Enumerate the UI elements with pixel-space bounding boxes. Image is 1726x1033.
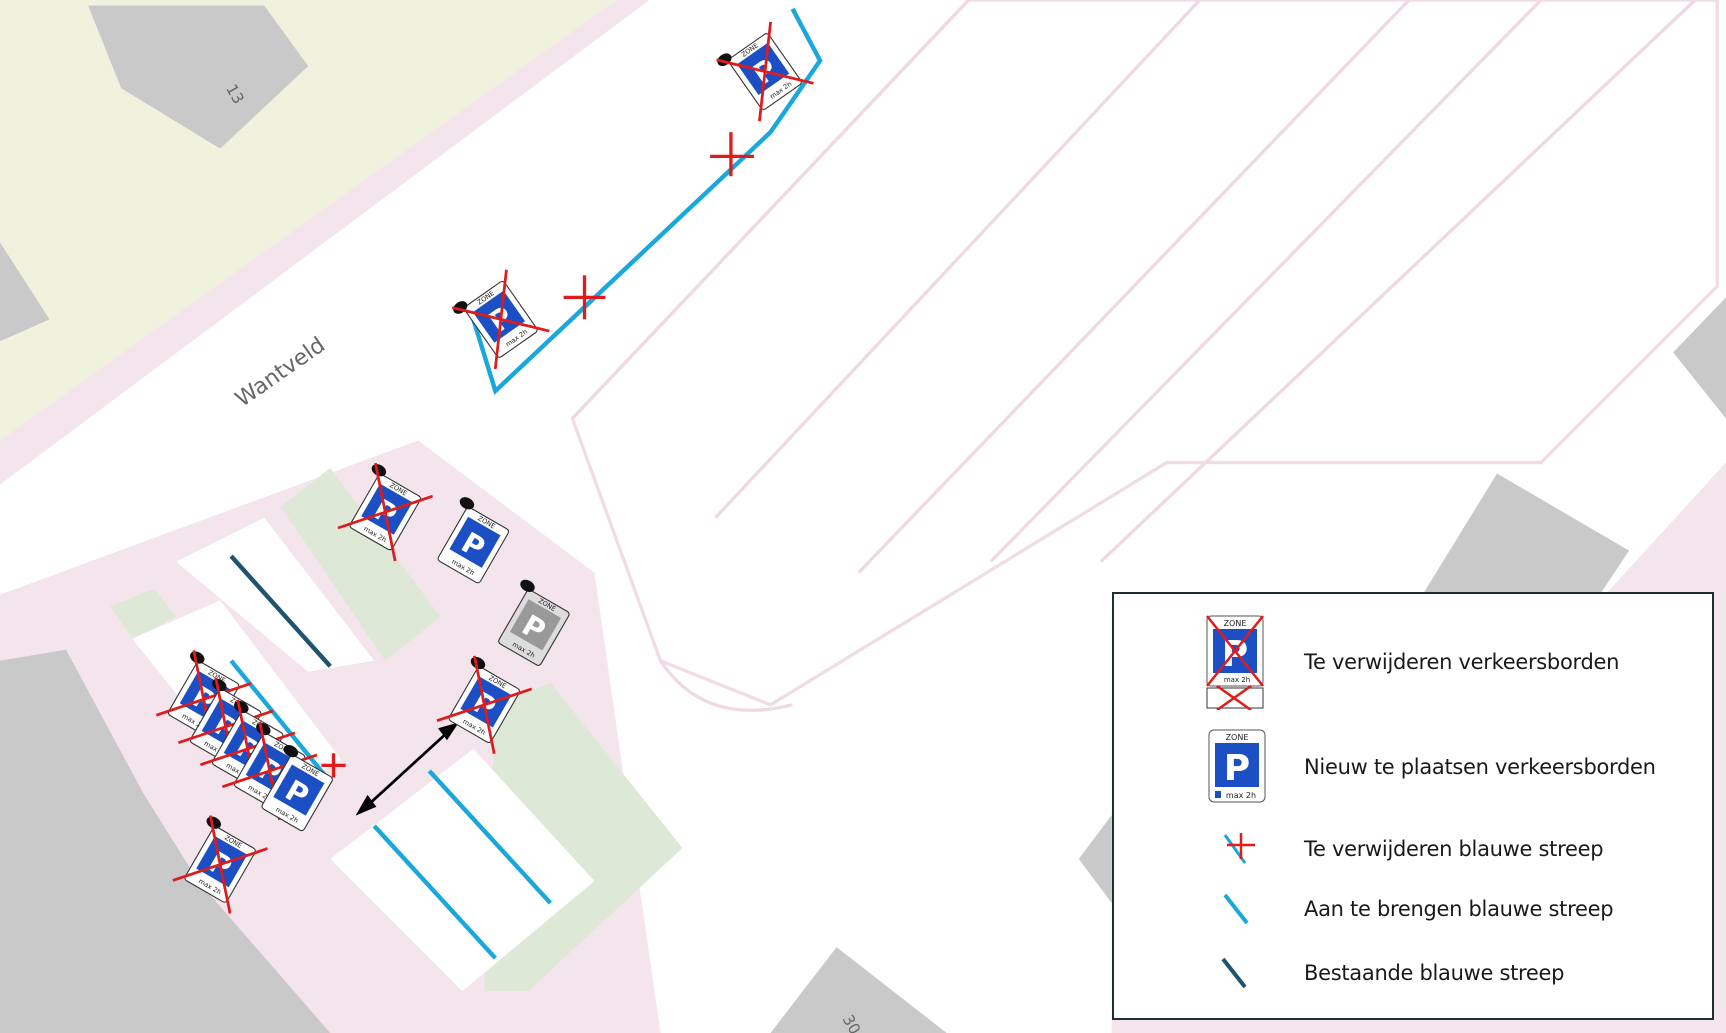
parking-area xyxy=(570,0,1719,707)
building-bottom-left xyxy=(0,649,331,1033)
legend-label: Te verwijderen blauwe streep xyxy=(1304,837,1604,861)
new-line-icon xyxy=(1192,889,1282,929)
legend-item: Aan te brengen blauwe streep xyxy=(1114,884,1712,934)
legend-item: ZONE P max 2h Te verwijderen verkeersbor… xyxy=(1114,614,1712,710)
legend-item: ZONE P max 2h Nieuw te plaatsen verkeers… xyxy=(1114,726,1712,808)
house-number: 30 xyxy=(839,1012,864,1033)
arrow-icon xyxy=(355,722,459,816)
parking-sign: P ZONE max 2h xyxy=(498,579,570,666)
new-blue-line xyxy=(372,824,497,960)
building-13 xyxy=(88,5,309,149)
removed-line-markers xyxy=(321,132,755,778)
green-area xyxy=(280,468,441,661)
removed-parking-sign: P ZONE max 2h xyxy=(716,21,814,122)
green-area xyxy=(110,589,177,639)
existing-blue-line xyxy=(229,554,332,668)
legend-item: Bestaande blauwe streep xyxy=(1114,948,1712,998)
new-blue-line xyxy=(427,769,553,905)
legend-label: Nieuw te plaatsen verkeersborden xyxy=(1304,755,1656,779)
svg-text:ZONE: ZONE xyxy=(1224,619,1247,628)
removed-sign-icon: ZONE P max 2h xyxy=(1192,614,1282,710)
new-sign-icon: ZONE P max 2h xyxy=(1192,728,1282,806)
building-right-mid xyxy=(1408,473,1630,617)
legend-label: Aan te brengen blauwe streep xyxy=(1304,897,1614,921)
legend-label: Te verwijderen verkeersborden xyxy=(1304,650,1620,674)
parking-sign: P ZONE max 2h xyxy=(437,497,510,584)
parking-lines xyxy=(571,0,1697,712)
building-left xyxy=(0,242,50,342)
legend-label: Bestaande blauwe streep xyxy=(1304,961,1565,985)
legend-item: Te verwijderen blauwe streep xyxy=(1114,824,1712,874)
building-30 xyxy=(770,947,947,1033)
legend: ZONE P max 2h Te verwijderen verkeersbor… xyxy=(1112,592,1714,1020)
removed-blue-line xyxy=(229,659,332,784)
new-blue-line xyxy=(471,7,823,395)
building-right-top xyxy=(1673,297,1726,419)
parking-bay xyxy=(176,517,375,672)
existing-line-icon xyxy=(1192,953,1282,993)
svg-text:ZONE: ZONE xyxy=(1226,733,1249,742)
removed-parking-sign: P ZONE max 2h xyxy=(436,655,533,755)
svg-text:max 2h: max 2h xyxy=(1224,676,1250,684)
removed-parking-sign: P ZONE max 2h xyxy=(452,269,550,370)
parking-bay xyxy=(330,748,595,992)
building-bottom-mid xyxy=(1078,814,1112,904)
removed-line-icon xyxy=(1192,829,1282,869)
svg-text:P: P xyxy=(1224,748,1250,789)
svg-text:max 2h: max 2h xyxy=(1226,791,1256,800)
